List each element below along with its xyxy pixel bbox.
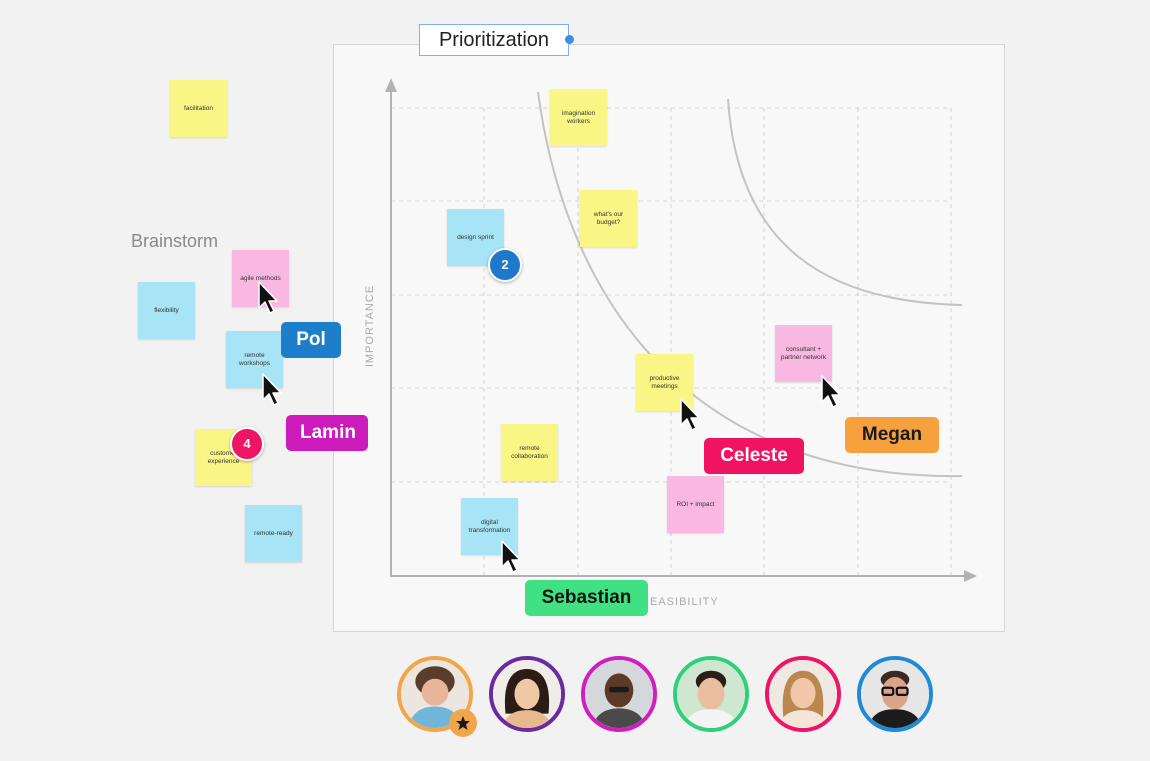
participant-avatar-2[interactable] bbox=[489, 656, 565, 732]
frame-title[interactable]: Prioritization bbox=[419, 24, 569, 56]
prioritization-frame[interactable] bbox=[333, 44, 1005, 632]
participant-avatar-5[interactable] bbox=[765, 656, 841, 732]
sticky-note[interactable]: what's our budget? bbox=[580, 190, 637, 247]
participant-avatar-1[interactable] bbox=[397, 656, 473, 732]
frame-title-handle[interactable] bbox=[565, 35, 574, 44]
pointer-cursor-icon bbox=[501, 540, 521, 573]
vote-count-badge[interactable]: 4 bbox=[230, 427, 264, 461]
collaborator-cursor-label-pol: Pol bbox=[281, 322, 341, 358]
sticky-note[interactable]: flexibility bbox=[138, 282, 195, 339]
pointer-cursor-icon bbox=[821, 375, 841, 408]
sticky-note[interactable]: remote collaboration bbox=[501, 424, 558, 481]
participant-avatar-3[interactable] bbox=[581, 656, 657, 732]
pointer-cursor-icon bbox=[262, 373, 282, 406]
collaborator-cursor-label-celeste: Celeste bbox=[704, 438, 804, 474]
pointer-cursor-icon bbox=[680, 398, 700, 431]
participant-avatar-6[interactable] bbox=[857, 656, 933, 732]
x-axis-label: EASIBILITY bbox=[650, 596, 719, 608]
brainstorm-label: Brainstorm bbox=[131, 231, 219, 251]
sticky-note[interactable]: ROI + impact bbox=[667, 476, 724, 533]
sticky-note[interactable]: remote-ready bbox=[245, 505, 302, 562]
sticky-note[interactable]: consultant + partner network bbox=[775, 325, 832, 382]
y-axis-label: IMPORTANCE bbox=[364, 284, 376, 368]
participant-avatar-4[interactable] bbox=[673, 656, 749, 732]
sticky-note[interactable]: remote workshops bbox=[226, 331, 283, 388]
star-icon bbox=[456, 716, 470, 730]
sticky-note[interactable]: digital transformation bbox=[461, 498, 518, 555]
sticky-note[interactable]: imagination workers bbox=[550, 89, 607, 146]
collaborator-cursor-label-sebastian: Sebastian bbox=[525, 580, 648, 616]
collaborator-cursor-label-lamin: Lamin bbox=[286, 415, 368, 451]
sticky-note[interactable]: facilitation bbox=[170, 80, 227, 137]
pointer-cursor-icon bbox=[258, 281, 278, 314]
vote-count-badge[interactable]: 2 bbox=[488, 248, 522, 282]
host-star-badge bbox=[449, 709, 477, 737]
collaborator-cursor-label-megan: Megan bbox=[845, 417, 939, 453]
